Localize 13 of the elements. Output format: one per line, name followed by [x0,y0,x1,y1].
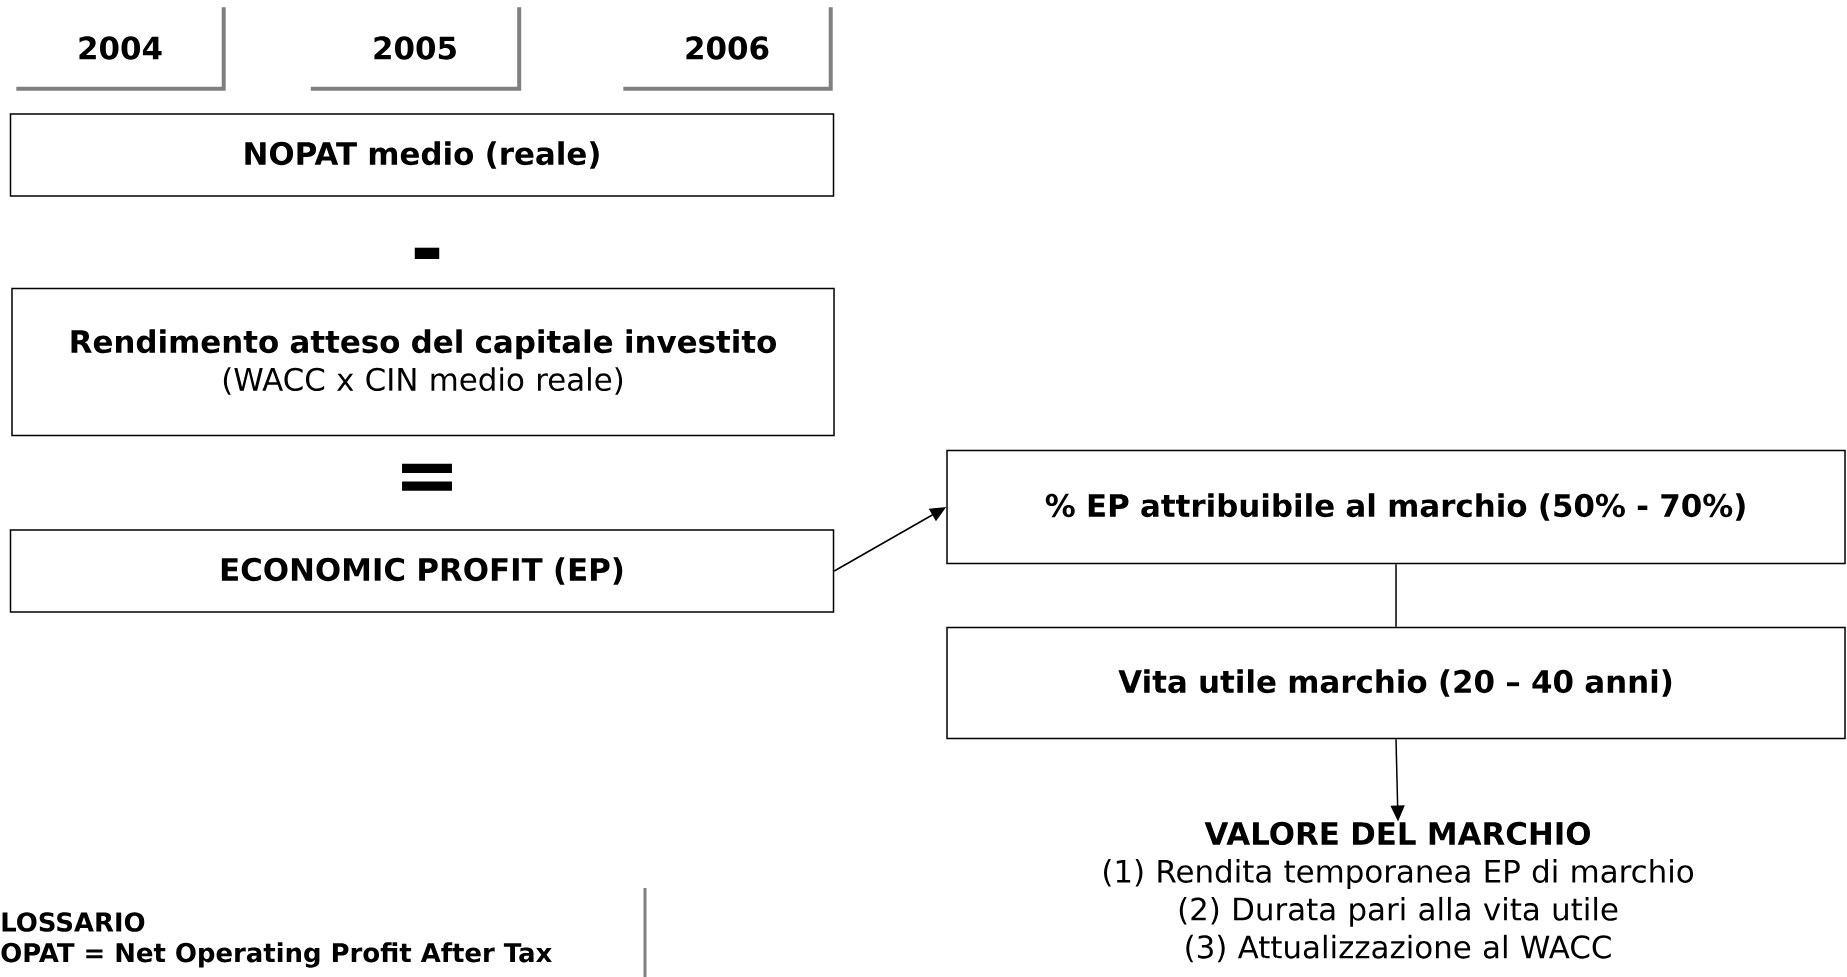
process-box: NOPAT medio (reale) [9,113,835,197]
result-text: VALORE DEL MARCHIO (1) Rendita temporanea EP di marchio (2) Durata pari alla vita utile (3) Attualizzazione al WACC [1104,821,1693,963]
operator-sign: - [414,247,440,259]
glossary-text: OPAT = Net Operating Profit After Tax [1,942,552,968]
process-box: % EP attribuibile al marchio (50% - 70%) [946,449,1846,565]
process-box: ECONOMIC PROFIT (EP) [9,529,835,613]
year-tab: 2005 [310,7,522,91]
process-box: Rendimento atteso del capitale investito (WACC x CIN medio reale) [11,287,835,437]
year-tab: 2006 [623,7,833,91]
process-box: Vita utile marchio (20 – 40 anni) [946,626,1846,740]
year-tab: 2004 [16,7,226,91]
operator-sign: = [402,463,452,491]
glossary-text: LOSSARIO [2,912,145,932]
